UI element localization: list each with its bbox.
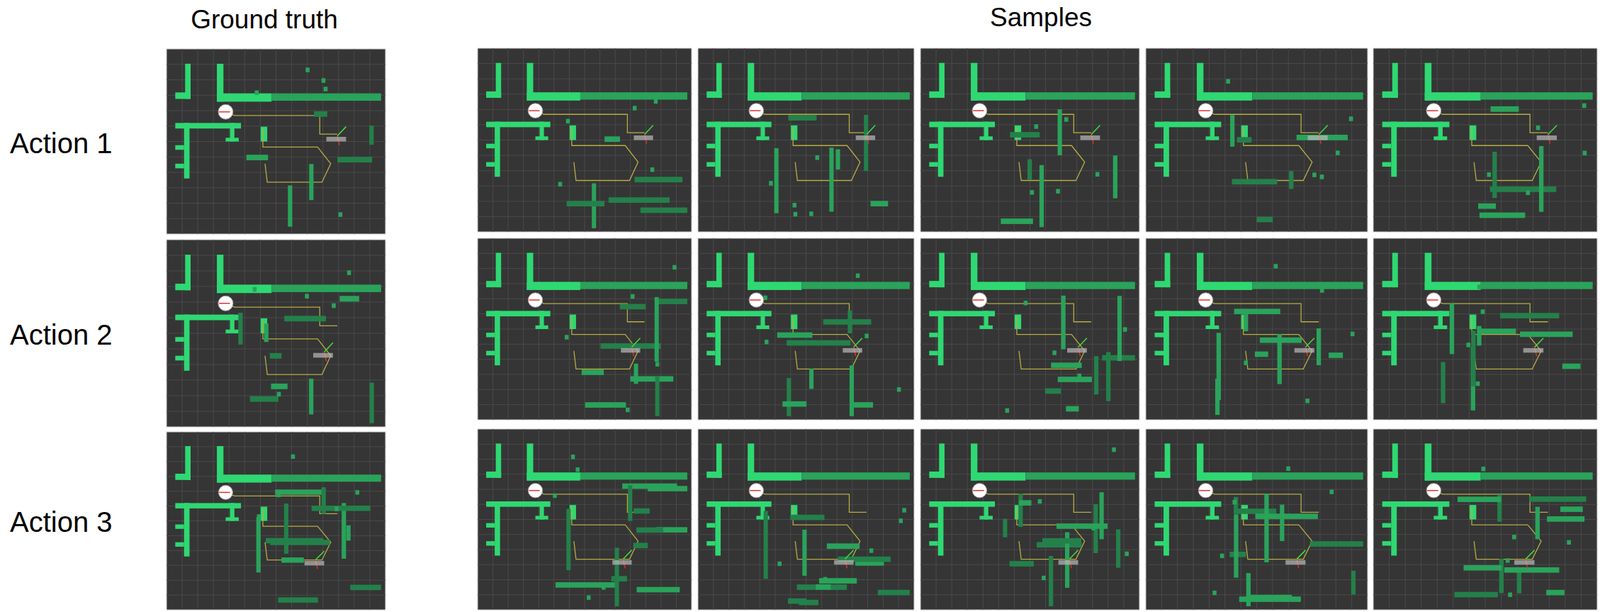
row-label: Action 3 xyxy=(9,505,113,538)
column-heading: Samples xyxy=(989,2,1092,34)
occupancy-map xyxy=(697,48,915,232)
column-heading: Ground truth xyxy=(190,4,338,36)
occupancy-map xyxy=(1373,48,1598,232)
occupancy-map xyxy=(166,431,386,610)
occupancy-map xyxy=(1145,238,1368,420)
occupancy-map xyxy=(920,428,1140,610)
row-label: Action 1 xyxy=(9,126,113,160)
occupancy-map xyxy=(166,48,386,234)
occupancy-map xyxy=(1373,238,1598,420)
occupancy-map xyxy=(920,238,1140,420)
occupancy-map xyxy=(166,239,386,427)
occupancy-map xyxy=(1373,428,1598,610)
occupancy-map xyxy=(697,238,915,420)
occupancy-map xyxy=(477,428,692,610)
occupancy-map xyxy=(477,48,692,232)
row-label: Action 2 xyxy=(9,318,113,351)
occupancy-map xyxy=(477,238,692,420)
occupancy-map xyxy=(697,428,915,610)
occupancy-map xyxy=(1145,48,1368,232)
occupancy-map xyxy=(920,48,1140,232)
occupancy-map xyxy=(1145,428,1368,610)
